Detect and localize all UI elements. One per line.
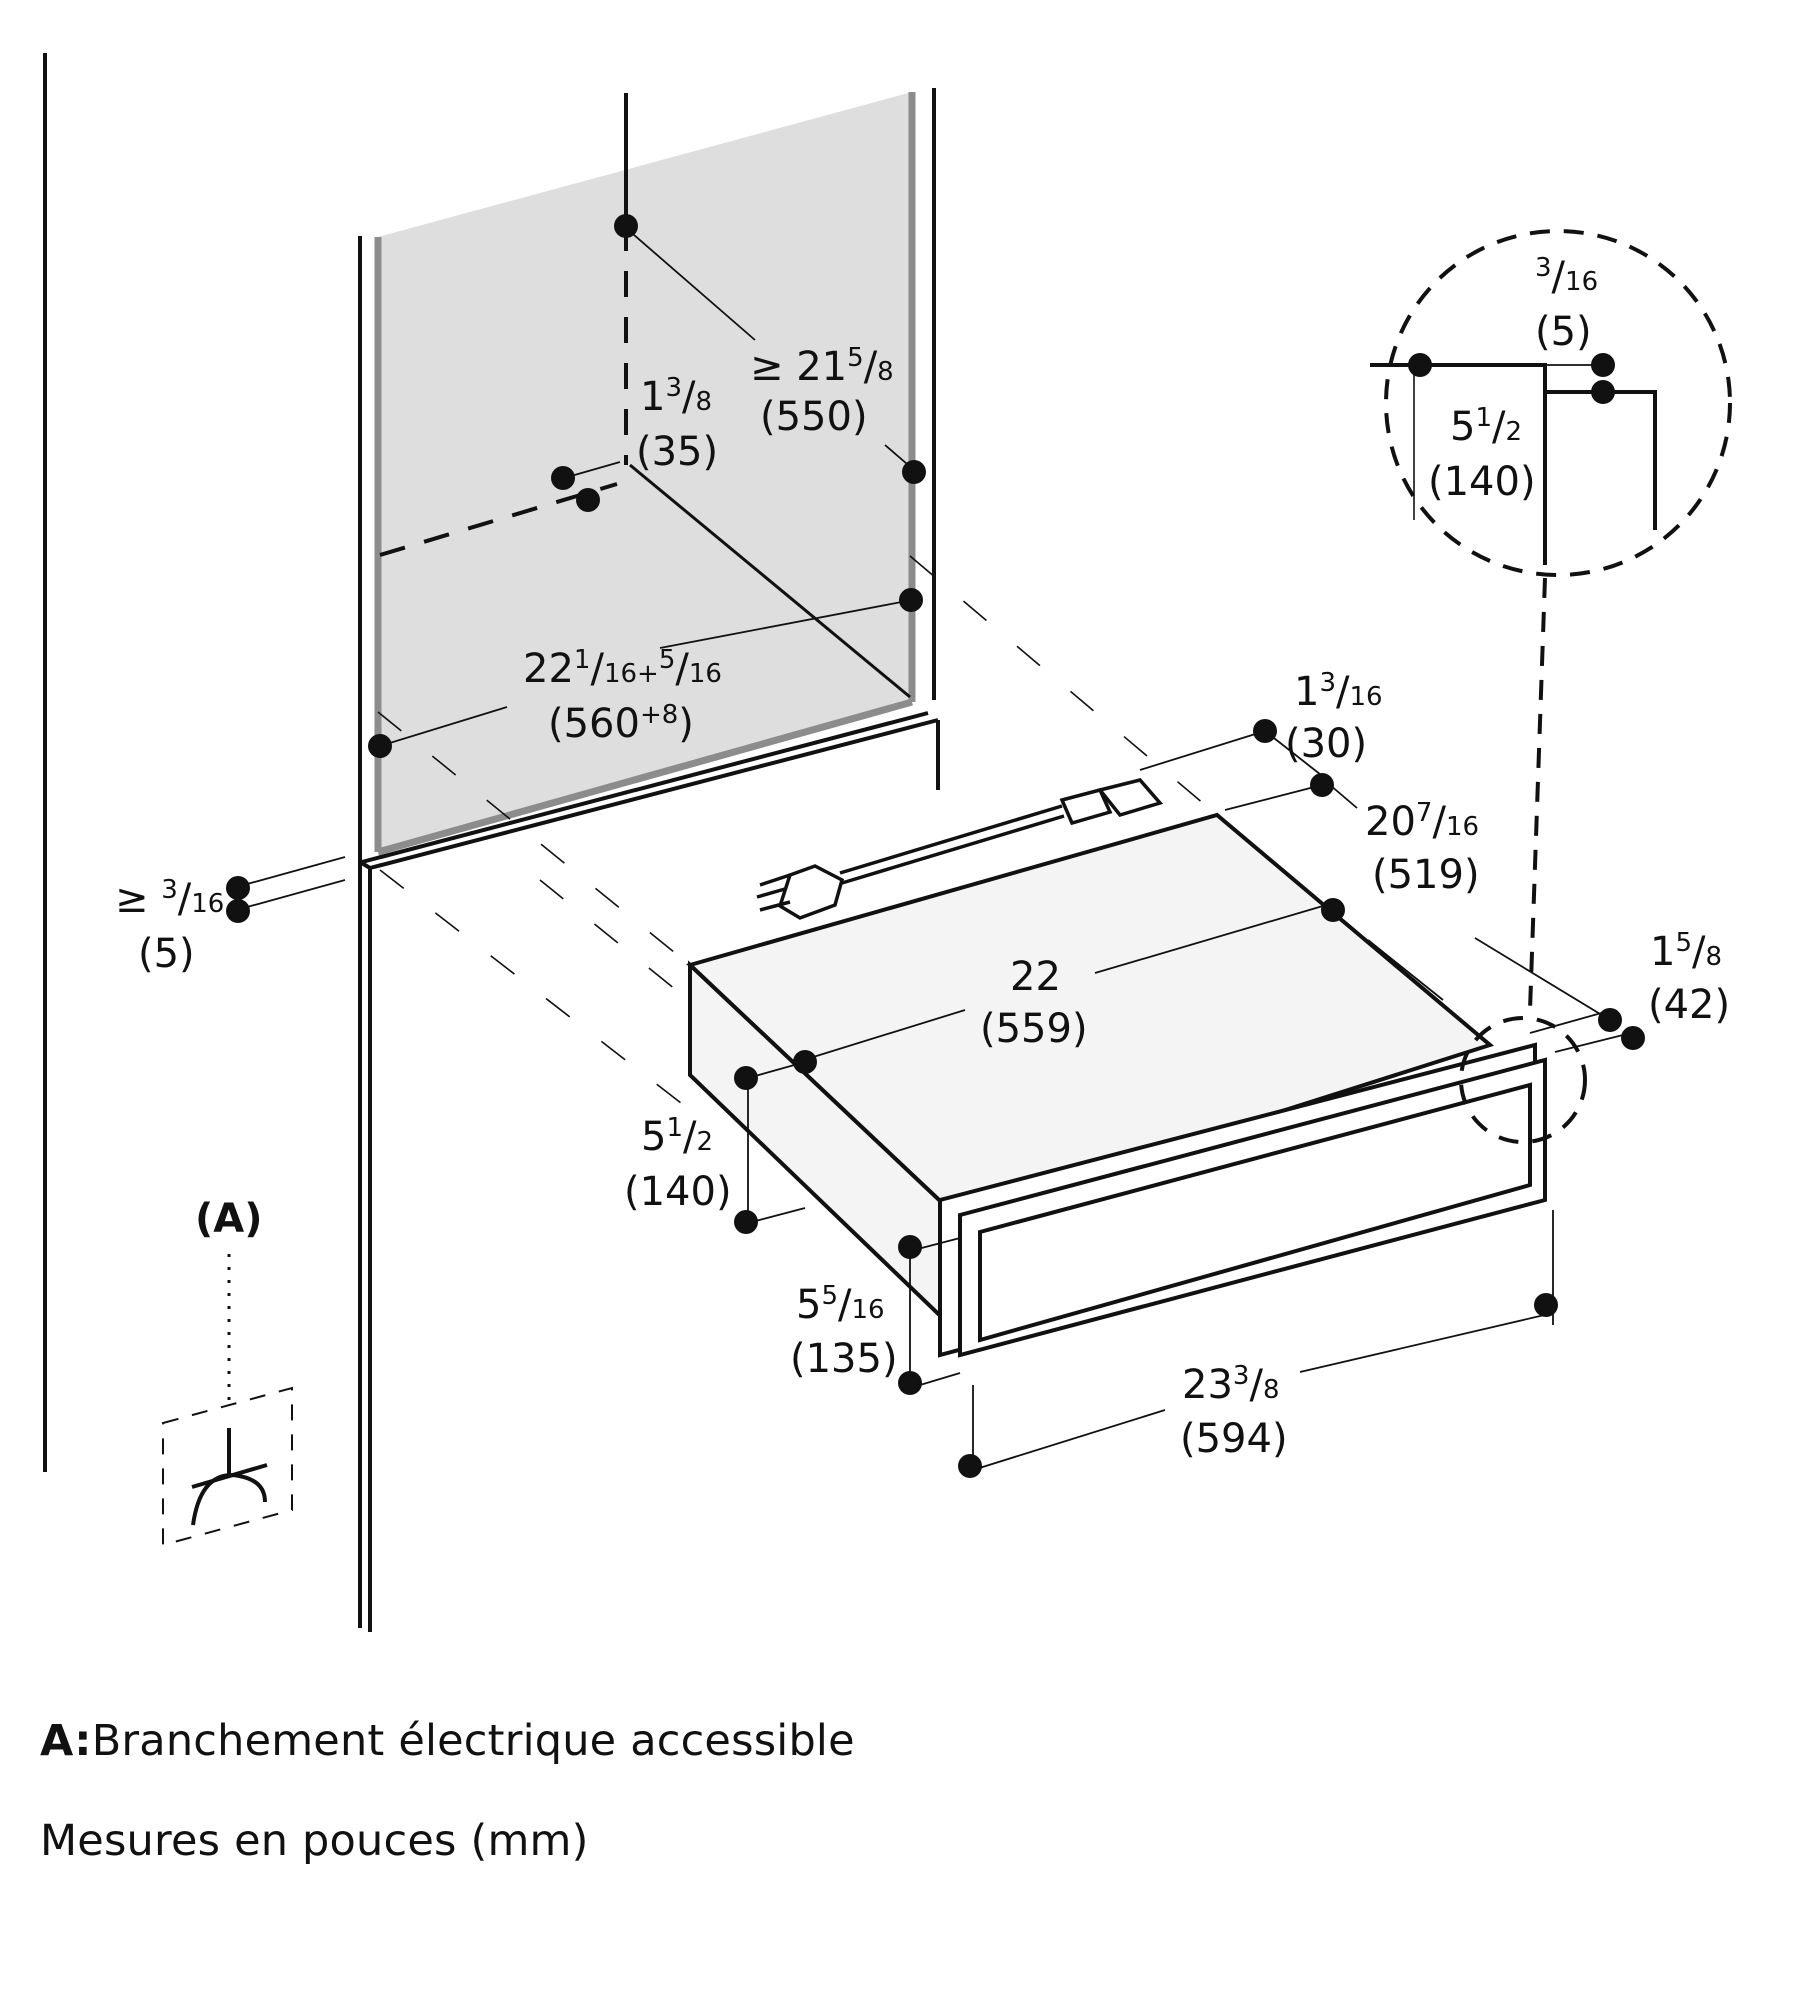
dot (898, 1371, 922, 1395)
legend-key: A: (40, 1716, 92, 1766)
label-detail-gap-mm: (5) (1535, 309, 1592, 355)
detail-leader (1528, 577, 1547, 1011)
dot (1321, 898, 1345, 922)
label-body-width: 22 (1010, 954, 1061, 1000)
label-niche-width-mm: (560+8) (548, 700, 694, 747)
dot (1598, 1008, 1622, 1032)
label-niche-width: 221/16+5/16 (523, 645, 722, 692)
legend-units: Mesures en pouces (mm) (40, 1816, 589, 1866)
dot (793, 1050, 817, 1074)
dot (1591, 380, 1615, 404)
detail-circle (1384, 229, 1732, 577)
dot (734, 1066, 758, 1090)
label-side-gap: ≥ 3/16 (115, 875, 224, 922)
dot (226, 876, 250, 900)
niche-edge-bottom (377, 698, 913, 856)
niche-back-panel (378, 92, 912, 852)
shelf-front (369, 718, 939, 870)
label-depth-mm: (519) (1372, 852, 1480, 898)
shelf-corner-left (358, 860, 372, 870)
dot (1310, 773, 1334, 797)
label-back-offset-mm: (35) (636, 429, 718, 475)
label-back-clearance: ≥ 215/8 (750, 343, 894, 390)
label-front-height-mm: (135) (790, 1336, 898, 1382)
label-cord-offset-mm: (30) (1285, 721, 1367, 767)
dimension-lines (239, 227, 1636, 1471)
dot (1408, 353, 1432, 377)
dot (226, 899, 250, 923)
dot (551, 466, 575, 490)
appliance-front-inner (978, 1082, 1532, 1343)
label-front-depth: 15/8 (1650, 928, 1722, 975)
dot (1621, 1026, 1645, 1050)
dimension-dots (226, 214, 1645, 1478)
dot (734, 1210, 758, 1234)
outlet-box (162, 1386, 293, 1547)
label-front-height: 55/16 (796, 1281, 885, 1328)
niche-inner-diagonal (629, 463, 911, 699)
dot (614, 214, 638, 238)
dot (1534, 1293, 1558, 1317)
dot (899, 588, 923, 612)
label-front-width: 233/8 (1182, 1361, 1279, 1408)
label-back-clearance-mm: (550) (760, 394, 868, 440)
dot (902, 460, 926, 484)
callout-a-label: (A) (195, 1196, 263, 1242)
label-body-height-mm: (140) (624, 1169, 732, 1215)
label-side-gap-mm: (5) (138, 931, 195, 977)
label-body-height: 51/2 (641, 1113, 713, 1160)
label-cord-offset: 13/16 (1294, 668, 1383, 715)
dot (898, 1235, 922, 1259)
dot (1591, 353, 1615, 377)
legend-electrical-connection: A:Branchement électrique accessible (40, 1716, 855, 1766)
shelf-top (361, 711, 929, 864)
label-front-width-mm: (594) (1180, 1416, 1288, 1462)
detail-circle-small (1459, 1016, 1587, 1144)
label-front-depth-mm: (42) (1648, 982, 1730, 1028)
label-depth: 207/16 (1365, 798, 1479, 845)
legend-text: Branchement électrique accessible (91, 1716, 855, 1766)
label-detail-height: 51/2 (1450, 403, 1522, 450)
label-detail-height-mm: (140) (1428, 459, 1536, 505)
projection-lines (377, 555, 1218, 1111)
label-detail-gap: 3/16 (1535, 253, 1598, 300)
label-body-width-mm: (559) (980, 1006, 1088, 1052)
dot (576, 488, 600, 512)
dot (958, 1454, 982, 1478)
dot (368, 734, 392, 758)
label-back-offset: 13/8 (640, 373, 712, 420)
outlet-icon (191, 1428, 268, 1526)
power-cord (756, 778, 1164, 920)
dot (1253, 719, 1277, 743)
